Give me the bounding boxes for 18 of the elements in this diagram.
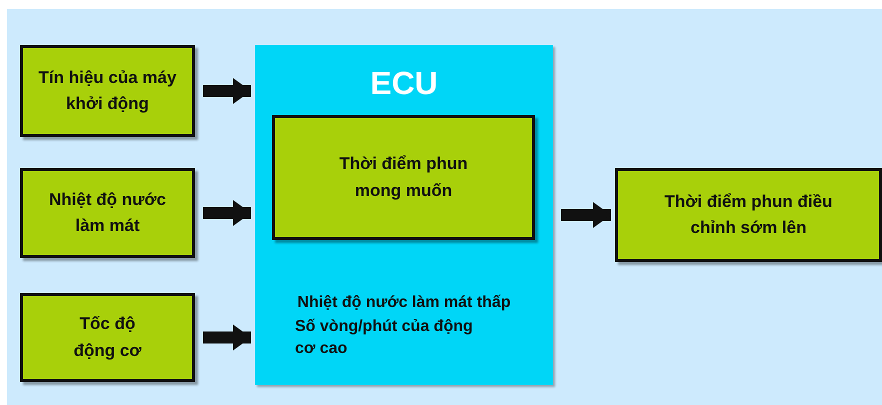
block-arrow bbox=[203, 200, 251, 226]
block-arrow bbox=[203, 78, 251, 104]
condition-text: Số vòng/phút của động cơ cao bbox=[295, 317, 474, 360]
box-label: Thời điểm phun mong muốn bbox=[338, 153, 469, 202]
ecu-panel bbox=[255, 45, 553, 385]
box-label: Tốc độ động cơ bbox=[72, 313, 142, 362]
box-label: Tín hiệu của máy khởi động bbox=[38, 66, 178, 115]
process-box bbox=[20, 168, 195, 258]
condition-text: Nhiệt độ nước làm mát thấp bbox=[296, 293, 512, 313]
process-box bbox=[615, 168, 882, 262]
block-arrow bbox=[203, 324, 251, 350]
process-box bbox=[20, 293, 195, 382]
panel-title: ECU bbox=[369, 64, 439, 103]
process-box bbox=[272, 115, 535, 240]
block-arrow bbox=[561, 202, 611, 228]
box-label: Thời điểm phun điều chỉnh sớm lên bbox=[664, 190, 834, 239]
process-box bbox=[20, 45, 195, 137]
box-label: Nhiệt độ nước làm mát bbox=[48, 188, 167, 237]
